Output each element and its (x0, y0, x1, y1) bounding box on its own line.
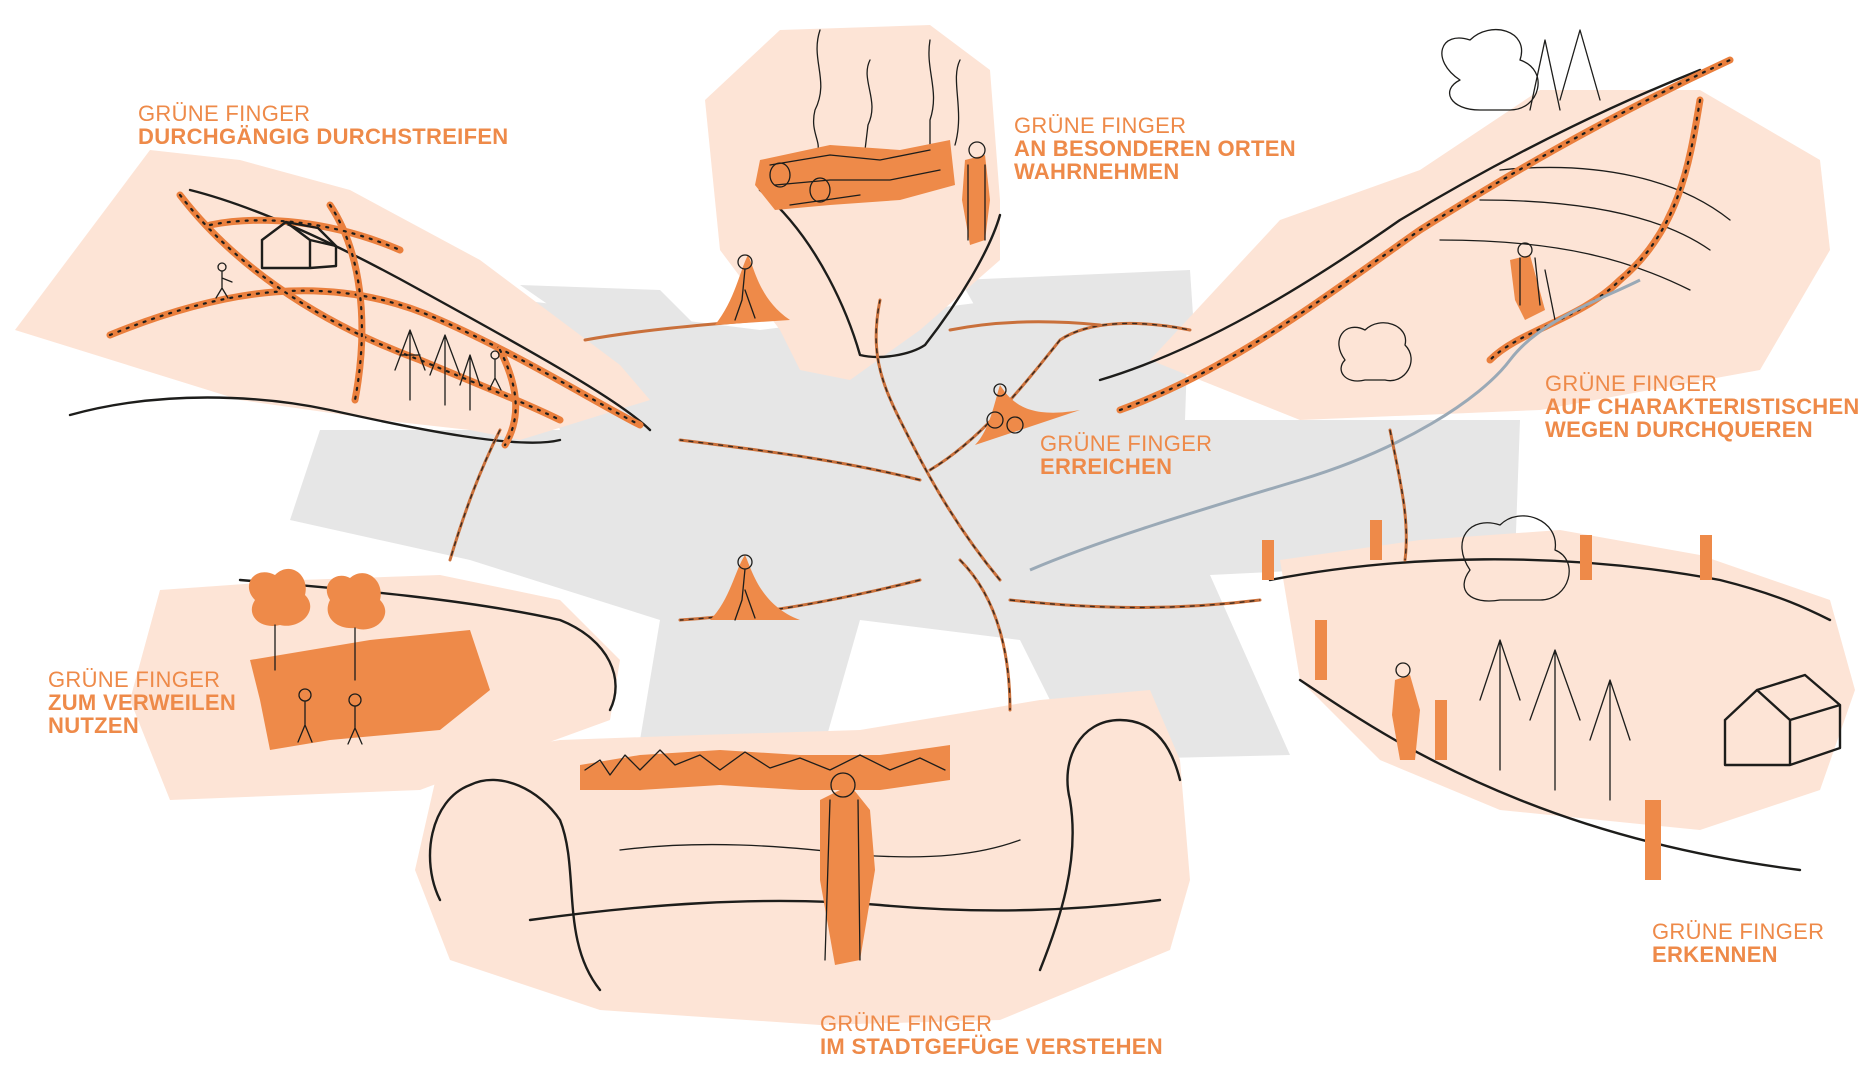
label-line1: GRÜNE FINGER (48, 668, 236, 691)
panel-erkennen (1262, 516, 1855, 880)
label-orte: GRÜNE FINGER AN BESONDEREN ORTEN WAHRNEH… (1014, 114, 1296, 183)
label-erkennen: GRÜNE FINGER ERKENNEN (1652, 920, 1824, 966)
label-line2: AN BESONDEREN ORTEN (1014, 137, 1296, 160)
label-line3: WAHRNEHMEN (1014, 160, 1296, 183)
label-verweilen: GRÜNE FINGER ZUM VERWEILEN NUTZEN (48, 668, 236, 737)
label-line3: NUTZEN (48, 714, 236, 737)
label-line2: IM STADTGEFÜGE VERSTEHEN (820, 1035, 1163, 1058)
label-durchstreifen: GRÜNE FINGER DURCHGÄNGIG DURCHSTREIFEN (138, 102, 509, 148)
label-line2: DURCHGÄNGIG DURCHSTREIFEN (138, 125, 509, 148)
label-line1: GRÜNE FINGER (820, 1012, 1163, 1035)
label-queren: GRÜNE FINGER AUF CHARAKTERISTISCHEN WEGE… (1545, 372, 1860, 441)
label-line3: WEGEN DURCHQUEREN (1545, 418, 1860, 441)
label-line1: GRÜNE FINGER (1014, 114, 1296, 137)
label-line2: AUF CHARAKTERISTISCHEN (1545, 395, 1860, 418)
label-verstehen: GRÜNE FINGER IM STADTGEFÜGE VERSTEHEN (820, 1012, 1163, 1058)
label-line1: GRÜNE FINGER (1040, 432, 1212, 455)
label-line1: GRÜNE FINGER (138, 102, 509, 125)
label-line2: ZUM VERWEILEN (48, 691, 236, 714)
label-erreichen: GRÜNE FINGER ERREICHEN (1040, 432, 1212, 478)
label-line2: ERKENNEN (1652, 943, 1824, 966)
panel-queren (1100, 30, 1830, 420)
label-line2: ERREICHEN (1040, 455, 1212, 478)
label-line1: GRÜNE FINGER (1652, 920, 1824, 943)
label-line1: GRÜNE FINGER (1545, 372, 1860, 395)
